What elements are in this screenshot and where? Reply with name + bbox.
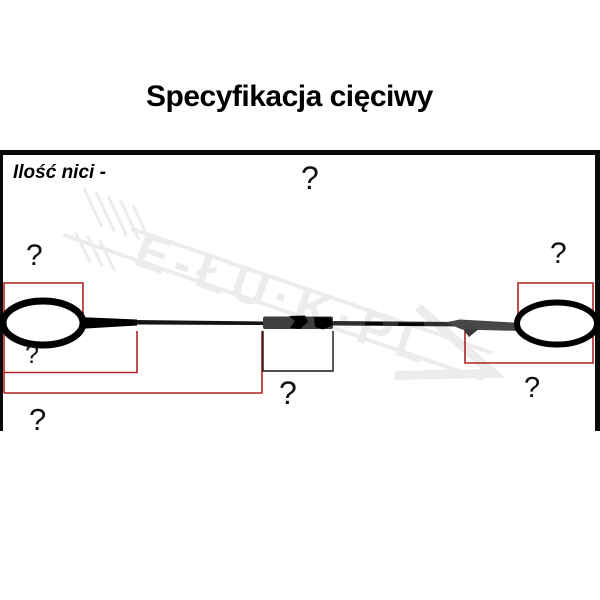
watermark-fletching-line bbox=[94, 191, 116, 232]
left-bottom-dimension: ? bbox=[29, 402, 47, 437]
left-string-loop bbox=[0, 297, 87, 349]
watermark-fletching-line bbox=[86, 235, 104, 267]
right-loop-bottom-dimension: ? bbox=[524, 372, 541, 404]
string-mark bbox=[365, 322, 383, 326]
center-serving-bracket bbox=[262, 331, 334, 372]
left-loop-top-dimension: ? bbox=[26, 239, 43, 272]
watermark-shaft-line bbox=[130, 226, 493, 355]
string-mark bbox=[398, 322, 424, 326]
watermark-fletching-line bbox=[106, 195, 128, 237]
page-title: Specyfikacja cięciwy bbox=[146, 80, 433, 113]
watermark-fletching-line bbox=[98, 239, 116, 272]
spec-box-top-border bbox=[0, 150, 600, 155]
left-loop-serving bbox=[78, 317, 137, 329]
watermark-arrowhead-icon bbox=[394, 303, 506, 380]
watermark-shaft-line bbox=[62, 232, 484, 382]
right-string-loop bbox=[514, 299, 600, 348]
thread-count-value: ? bbox=[301, 160, 319, 196]
spec-box-left-border bbox=[0, 155, 3, 431]
left-loop-dimension: ? bbox=[25, 341, 39, 369]
spec-box-right-border bbox=[595, 155, 600, 431]
watermark-fletching-line bbox=[119, 200, 141, 241]
right-serving-taper bbox=[463, 329, 479, 337]
watermark-fletching-line bbox=[73, 230, 92, 263]
right-loop-serving bbox=[445, 319, 521, 331]
nocking-point-mark bbox=[289, 315, 308, 329]
thread-count-label: Ilość nici - bbox=[13, 162, 106, 183]
right-loop-top-dimension: ? bbox=[550, 237, 567, 270]
string-left-segment bbox=[135, 320, 264, 325]
watermark-fletching-line bbox=[82, 187, 104, 228]
watermark-text: E-ŁU·K·PL bbox=[128, 221, 442, 376]
watermark-fletching-line bbox=[131, 204, 153, 245]
nocking-point-mark bbox=[314, 317, 333, 330]
left-dimension-lines bbox=[3, 282, 263, 394]
center-serving-dimension: ? bbox=[279, 375, 297, 411]
